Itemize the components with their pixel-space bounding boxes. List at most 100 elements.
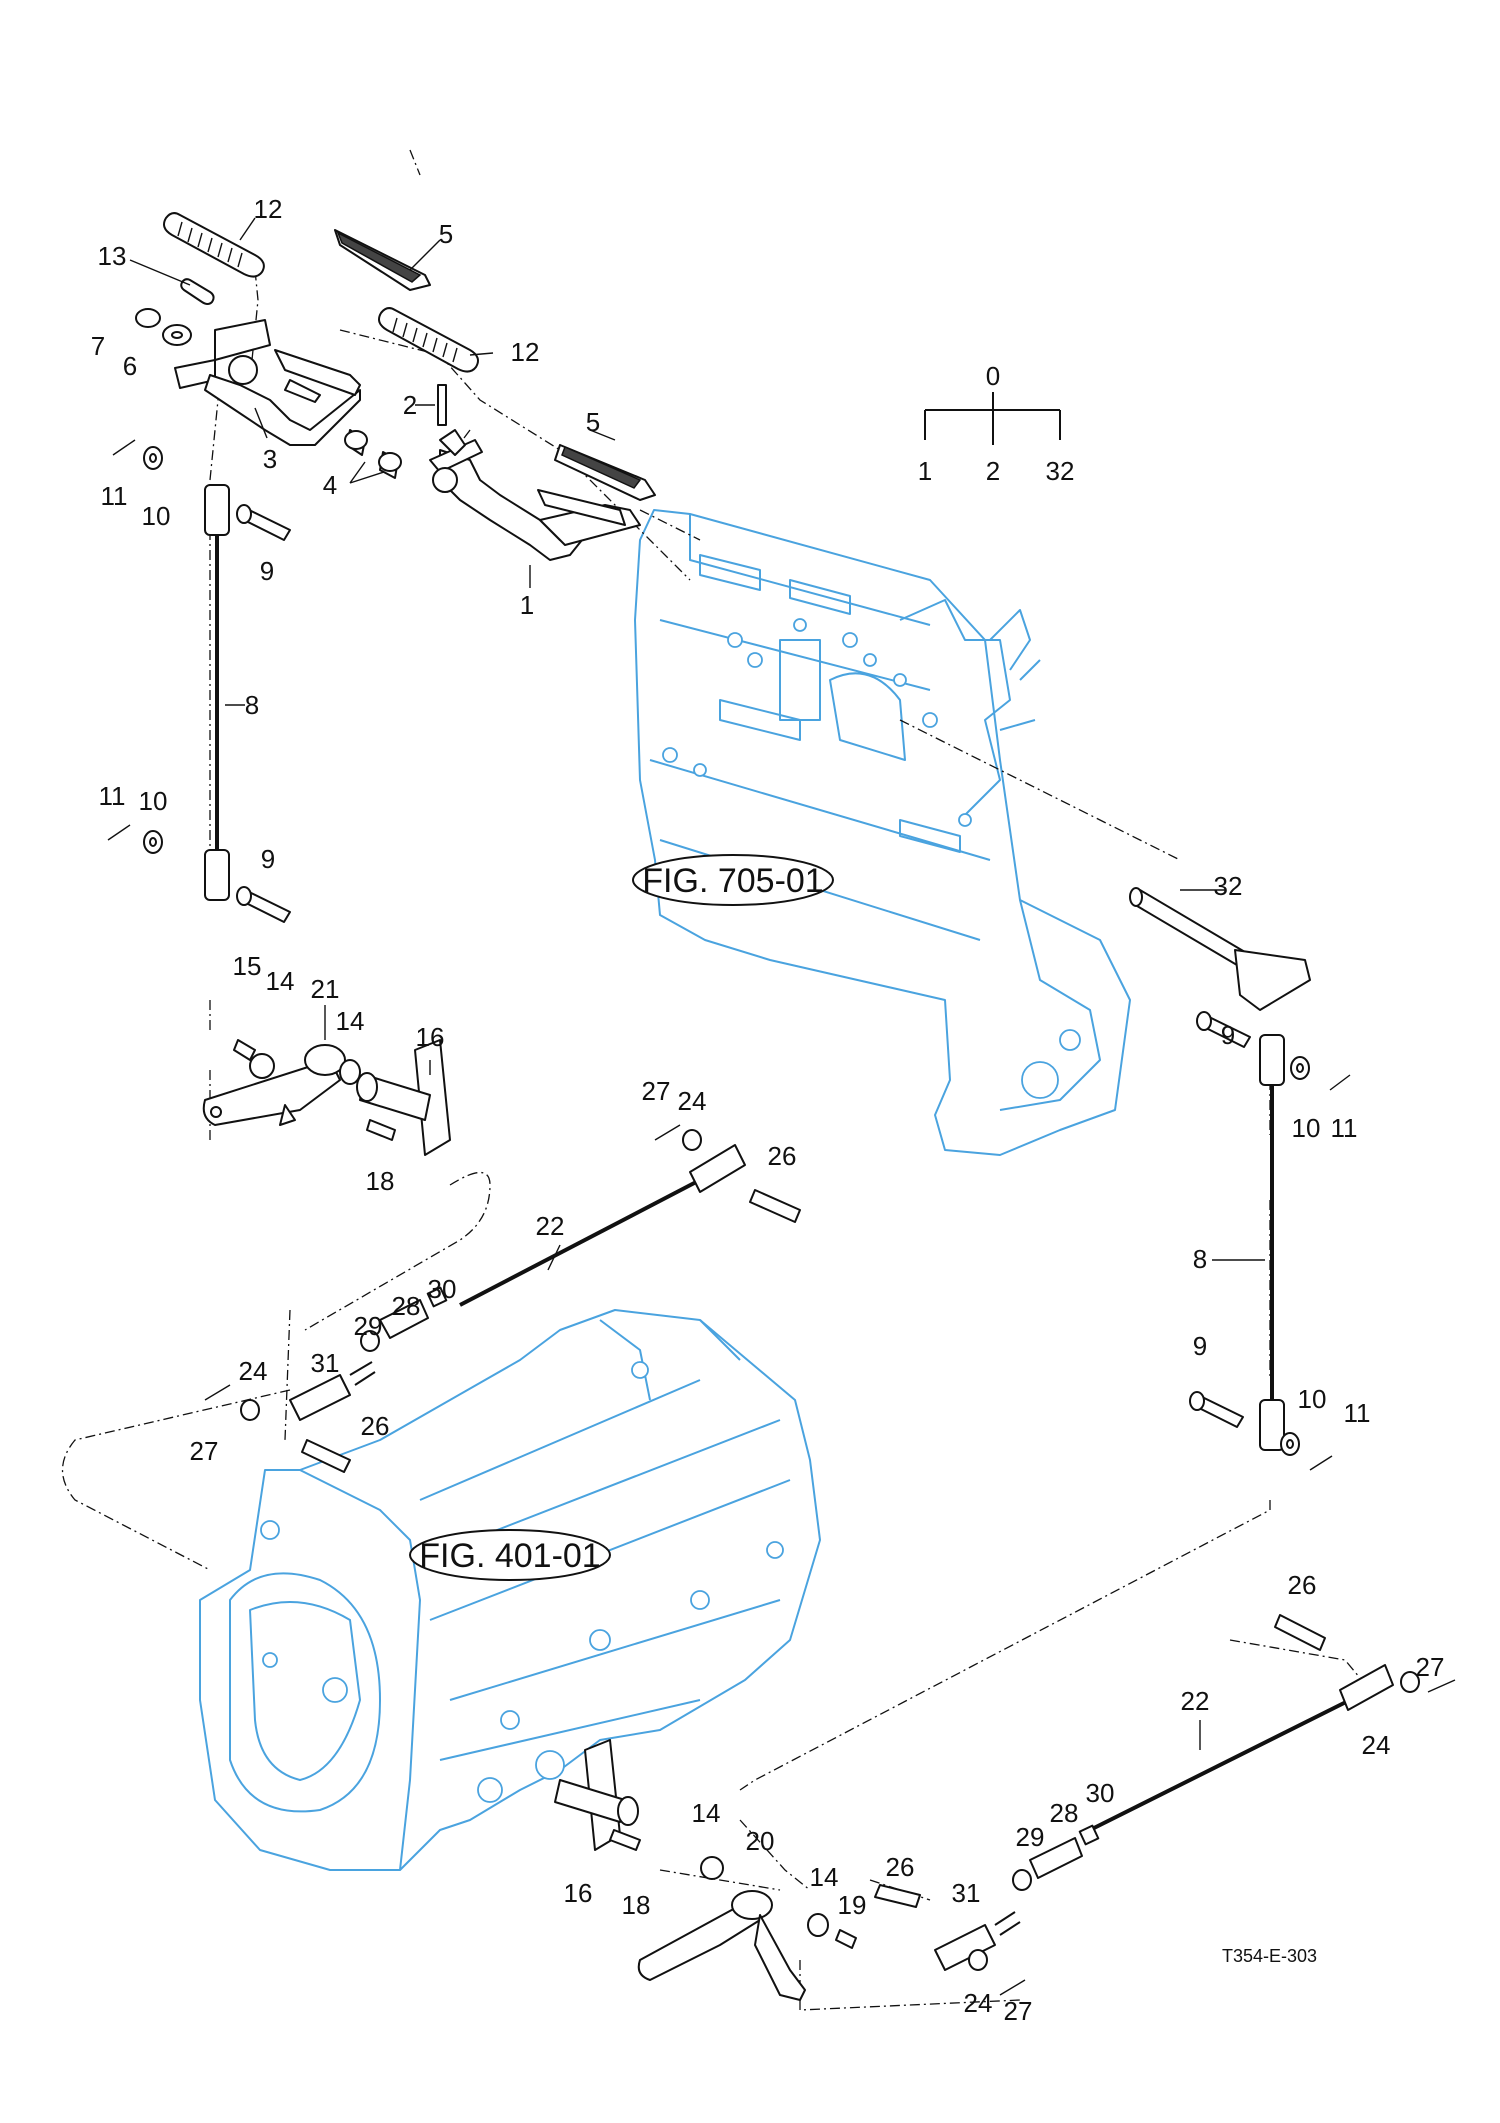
callout-2: 2	[403, 390, 417, 420]
callout-8: 8	[1193, 1244, 1207, 1274]
brake-rod-right	[1259, 1034, 1285, 1451]
bracket-16-lower	[554, 1739, 639, 1851]
callout-10: 10	[1298, 1384, 1327, 1414]
frame-reference-drawing	[634, 509, 1131, 1156]
callout-29: 29	[354, 1311, 383, 1341]
tree-branch-1: 1	[918, 456, 932, 486]
callout-10: 10	[1292, 1113, 1321, 1143]
bushings	[344, 429, 402, 479]
callout-9: 9	[1221, 1020, 1235, 1050]
callout-28: 28	[392, 1291, 421, 1321]
callout-31: 31	[952, 1878, 981, 1908]
callout-18: 18	[622, 1890, 651, 1920]
arm-20	[637, 1890, 806, 2001]
callout-26: 26	[361, 1411, 390, 1441]
svg-text:FIG. 705-01: FIG. 705-01	[642, 862, 823, 900]
callout-18: 18	[366, 1166, 395, 1196]
cotter-pins	[107, 439, 1351, 1471]
callout-12: 12	[511, 337, 540, 367]
callout-14: 14	[336, 1006, 365, 1036]
callout-9: 9	[1193, 1331, 1207, 1361]
callout-26: 26	[1288, 1570, 1317, 1600]
callout-29: 29	[1016, 1822, 1045, 1852]
callout-5: 5	[586, 407, 600, 437]
cross-shaft-32	[1129, 887, 1311, 1011]
callout-30: 30	[428, 1274, 457, 1304]
snap-ring	[135, 308, 161, 328]
assembly-tree: 0 1 2 32	[918, 361, 1075, 486]
figure-reference-frame[interactable]: FIG. 705-01	[632, 854, 834, 906]
return-spring-lower	[378, 307, 479, 373]
snap-ring	[249, 1053, 275, 1079]
washers	[143, 446, 1310, 1456]
callout-10: 10	[139, 786, 168, 816]
callout-26: 26	[886, 1852, 915, 1882]
callout-12: 12	[254, 194, 283, 224]
brake-pedal-assembly	[174, 229, 431, 446]
callout-8: 8	[245, 690, 259, 720]
callout-22: 22	[1181, 1686, 1210, 1716]
callout-20: 20	[746, 1826, 775, 1856]
callout-11: 11	[99, 781, 126, 811]
grease-fitting	[835, 1929, 857, 1949]
snap-ring	[807, 1913, 829, 1937]
callout-4: 4	[323, 470, 337, 500]
clutch-pedal-assembly	[429, 429, 656, 561]
callout-10: 10	[142, 501, 171, 531]
snap-ring	[700, 1856, 724, 1880]
return-spring-upper	[163, 212, 265, 278]
callout-24: 24	[964, 1988, 993, 2018]
callout-3: 3	[263, 444, 277, 474]
callout-13: 13	[98, 241, 127, 271]
bolt	[609, 1829, 641, 1851]
washers-24	[240, 1129, 1420, 1971]
brake-rod-left	[204, 484, 230, 901]
clutch-rod-lower	[934, 1664, 1394, 1971]
callout-27: 27	[1004, 1996, 1033, 2026]
callout-26: 26	[768, 1141, 797, 1171]
callout-11: 11	[101, 481, 128, 511]
bracket-16	[356, 1039, 451, 1156]
callout-16: 16	[416, 1022, 445, 1052]
callout-7: 7	[91, 331, 105, 361]
callout-1: 1	[520, 590, 534, 620]
figure-reference-transmission[interactable]: FIG. 401-01	[409, 1529, 611, 1581]
callout-24: 24	[1362, 1730, 1391, 1760]
callout-24: 24	[678, 1086, 707, 1116]
callout-9: 9	[260, 556, 274, 586]
callout-27: 27	[190, 1436, 219, 1466]
callout-24: 24	[239, 1356, 268, 1386]
bolt	[366, 1119, 396, 1141]
clevis-pins	[236, 504, 1251, 1428]
callout-32: 32	[1214, 871, 1243, 901]
pins-26	[301, 1189, 1326, 1908]
callout-27: 27	[642, 1076, 671, 1106]
snap-ring	[339, 1059, 361, 1085]
callout-labels: 12 13 5 7 6 12 2 3 5 4 11 10 9 1 8 11 10…	[91, 194, 1445, 2026]
callout-5: 5	[439, 219, 453, 249]
callout-22: 22	[536, 1211, 565, 1241]
callout-31: 31	[311, 1348, 340, 1378]
callout-16: 16	[564, 1878, 593, 1908]
tree-branch-2: 2	[986, 456, 1000, 486]
callout-14: 14	[810, 1862, 839, 1892]
callout-27: 27	[1416, 1652, 1445, 1682]
callout-14: 14	[692, 1798, 721, 1828]
grease-fitting	[233, 1039, 256, 1061]
callout-28: 28	[1050, 1798, 1079, 1828]
tree-branch-32: 32	[1046, 456, 1075, 486]
arm-21	[202, 1044, 346, 1126]
figure-code: T354-E-303	[1222, 1946, 1317, 1966]
callout-19: 19	[838, 1890, 867, 1920]
callout-6: 6	[123, 351, 137, 381]
callout-30: 30	[1086, 1778, 1115, 1808]
tree-root: 0	[986, 361, 1000, 391]
callout-14: 14	[266, 966, 295, 996]
callout-11: 11	[1331, 1113, 1358, 1143]
callout-9: 9	[261, 844, 275, 874]
clutch-rod-upper	[289, 1144, 746, 1421]
cotter-pins-27	[204, 1124, 1456, 1996]
callout-leaders	[129, 217, 1265, 1750]
callout-15: 15	[233, 951, 262, 981]
